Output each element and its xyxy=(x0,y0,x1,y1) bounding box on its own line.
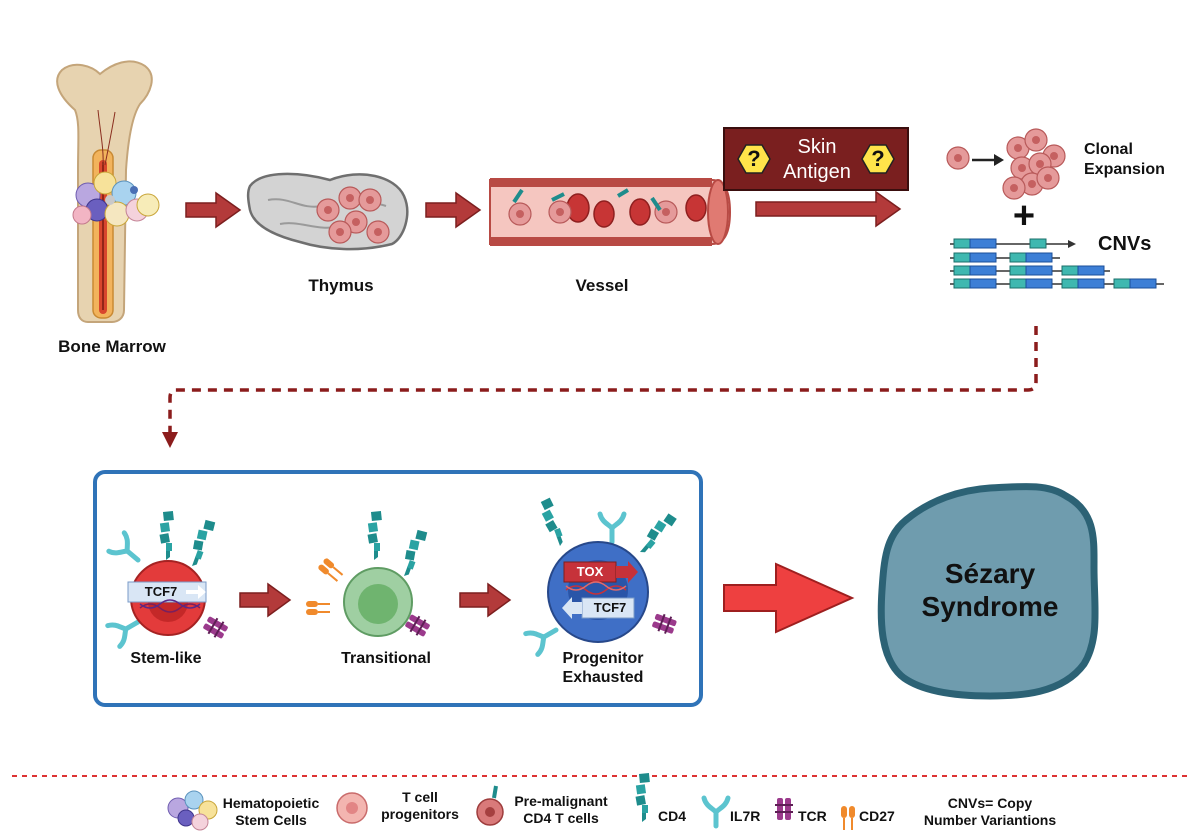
sezary-syndrome-shape xyxy=(877,483,1099,700)
legend-cd27-icon xyxy=(840,805,856,831)
label-exhausted: Exhausted xyxy=(562,669,644,686)
skin-antigen-box xyxy=(723,127,909,191)
label-bone-marrow: Bone Marrow xyxy=(58,337,166,356)
dashed-connector-arrowhead xyxy=(162,432,178,448)
cnv-illustration xyxy=(950,238,1164,289)
bone-marrow-illustration xyxy=(56,60,160,323)
legend-pm-line2: CD4 T cells xyxy=(523,810,599,826)
arrow-transitional-to-exhausted xyxy=(459,582,512,618)
label-vessel: Vessel xyxy=(575,276,629,295)
arrow-thymus-to-vessel xyxy=(425,191,482,229)
legend-tcp-line2: progenitors xyxy=(381,806,459,822)
label-skin: Skin xyxy=(797,136,837,158)
legend-cnv-line1: CNVs= Copy xyxy=(947,795,1033,811)
label-cnvs: CNVs xyxy=(1098,233,1152,255)
legend-cnv-line2: Number Variantions xyxy=(923,812,1057,828)
legend-tcp-line1: T cell xyxy=(402,789,438,805)
thymus-illustration xyxy=(246,172,409,251)
legend-tcell-progenitor-icon xyxy=(336,792,368,824)
arrow-to-sezary xyxy=(723,562,855,634)
arrow-bm-to-thymus xyxy=(185,191,242,229)
clonal-expansion-illustration xyxy=(946,128,1066,200)
label-sezary: Sézary xyxy=(944,558,1036,589)
label-expansion: Expansion xyxy=(1084,161,1165,178)
legend-hsc-line1: Hematopoietic xyxy=(222,795,320,811)
transitional-cell xyxy=(305,511,433,640)
label-stem-like: Stem-like xyxy=(130,650,202,667)
arrow-skin-antigen xyxy=(755,190,902,228)
legend-pm-line1: Pre-malignant xyxy=(514,793,608,809)
label-antigen: Antigen xyxy=(783,161,851,183)
label-thymus: Thymus xyxy=(308,276,374,295)
label-progenitor: Progenitor xyxy=(562,650,644,667)
legend-tcr-label: TCR xyxy=(798,808,827,824)
stem-like-cell xyxy=(108,511,231,646)
progenitor-exhausted-cell xyxy=(526,497,679,654)
label-clonal: Clonal xyxy=(1084,141,1133,158)
label-transitional: Transitional xyxy=(341,650,431,667)
legend-cd4-label: CD4 xyxy=(658,808,687,824)
question-mark-right: ? xyxy=(871,146,885,171)
legend-tcr-icon xyxy=(774,797,794,821)
dashed-connector xyxy=(168,326,1038,432)
legend-il7r-label: IL7R xyxy=(730,808,761,824)
label-syndrome: Syndrome xyxy=(921,591,1059,622)
stem-like-gene-tag: TCF7 xyxy=(144,584,178,599)
question-mark-left: ? xyxy=(747,146,761,171)
legend-premalignant-icon xyxy=(476,785,504,826)
arrow-stem-to-transitional xyxy=(239,582,292,618)
progenitor-gene-tox: TOX xyxy=(576,564,604,579)
legend-hsc-icon xyxy=(167,790,218,831)
legend-hsc-line2: Stem Cells xyxy=(235,812,307,828)
plus-sign: + xyxy=(1012,195,1036,237)
hsc-cluster xyxy=(72,171,160,227)
legend-il7r-icon xyxy=(704,798,728,826)
vessel-illustration xyxy=(489,178,732,246)
progenitor-gene-tcf7: TCF7 xyxy=(593,600,627,615)
legend-cd4-icon xyxy=(635,773,650,822)
legend-cd27-label: CD27 xyxy=(859,808,895,824)
